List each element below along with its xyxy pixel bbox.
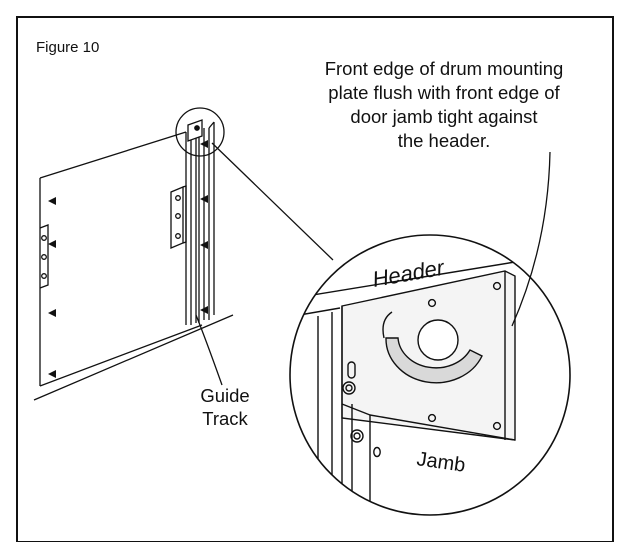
plate-screw-hole bbox=[492, 281, 502, 291]
jamb-top-edge bbox=[369, 414, 516, 441]
callout-line-4: the header. bbox=[398, 130, 491, 151]
callout-leader bbox=[511, 151, 551, 327]
floor-line-upper bbox=[39, 324, 203, 387]
magnified-detail bbox=[289, 234, 571, 516]
jamb-top bbox=[341, 403, 371, 416]
wall-bracket bbox=[39, 224, 49, 289]
guide-track-label-line-1: Guide bbox=[200, 385, 249, 406]
jamb-hole bbox=[373, 446, 381, 458]
drum-bracket bbox=[187, 119, 203, 142]
bolt bbox=[342, 381, 356, 395]
callout-line-1: Front edge of drum mounting bbox=[325, 58, 564, 79]
fastener-arrows bbox=[48, 140, 208, 378]
guide-track-label-line-2: Track bbox=[202, 408, 248, 429]
drum-shaft bbox=[417, 319, 459, 361]
guide-track bbox=[185, 121, 215, 325]
plate-cutout bbox=[385, 337, 483, 384]
floor-line-lower bbox=[33, 314, 234, 401]
plate-screw-hole bbox=[492, 421, 502, 431]
arrow-marker bbox=[200, 195, 208, 203]
magnifier-outline bbox=[289, 234, 571, 516]
detail-marker-circle bbox=[175, 107, 225, 157]
guide-track-leader bbox=[195, 314, 223, 386]
arrow-marker bbox=[200, 306, 208, 314]
bolt bbox=[350, 429, 364, 443]
callout-line-3: door jamb tight against bbox=[350, 106, 537, 127]
detail-leader-line bbox=[211, 142, 334, 261]
arrow-marker bbox=[48, 309, 56, 317]
arrow-marker bbox=[200, 140, 208, 148]
plate-screw-hole bbox=[427, 298, 437, 308]
wall-top-edge bbox=[39, 131, 187, 179]
bolt-center bbox=[345, 384, 353, 392]
bolt-center bbox=[353, 432, 361, 440]
bracket-slot bbox=[347, 361, 356, 379]
hinge-bracket bbox=[170, 185, 187, 249]
arrow-marker bbox=[200, 241, 208, 249]
plate-screw-hole bbox=[427, 413, 437, 423]
cutout-edge bbox=[382, 311, 393, 339]
arrow-marker bbox=[48, 197, 56, 205]
arrow-marker bbox=[48, 370, 56, 378]
figure-label: Figure 10 bbox=[36, 39, 99, 56]
door-scene bbox=[33, 107, 334, 401]
callout-line-2: plate flush with front edge of bbox=[328, 82, 560, 103]
arrow-marker bbox=[48, 240, 56, 248]
callout-text: Front edge of drum mounting plate flush … bbox=[325, 58, 564, 151]
guide-track-label: Guide Track bbox=[200, 385, 249, 429]
header-beam-line bbox=[290, 261, 516, 301]
